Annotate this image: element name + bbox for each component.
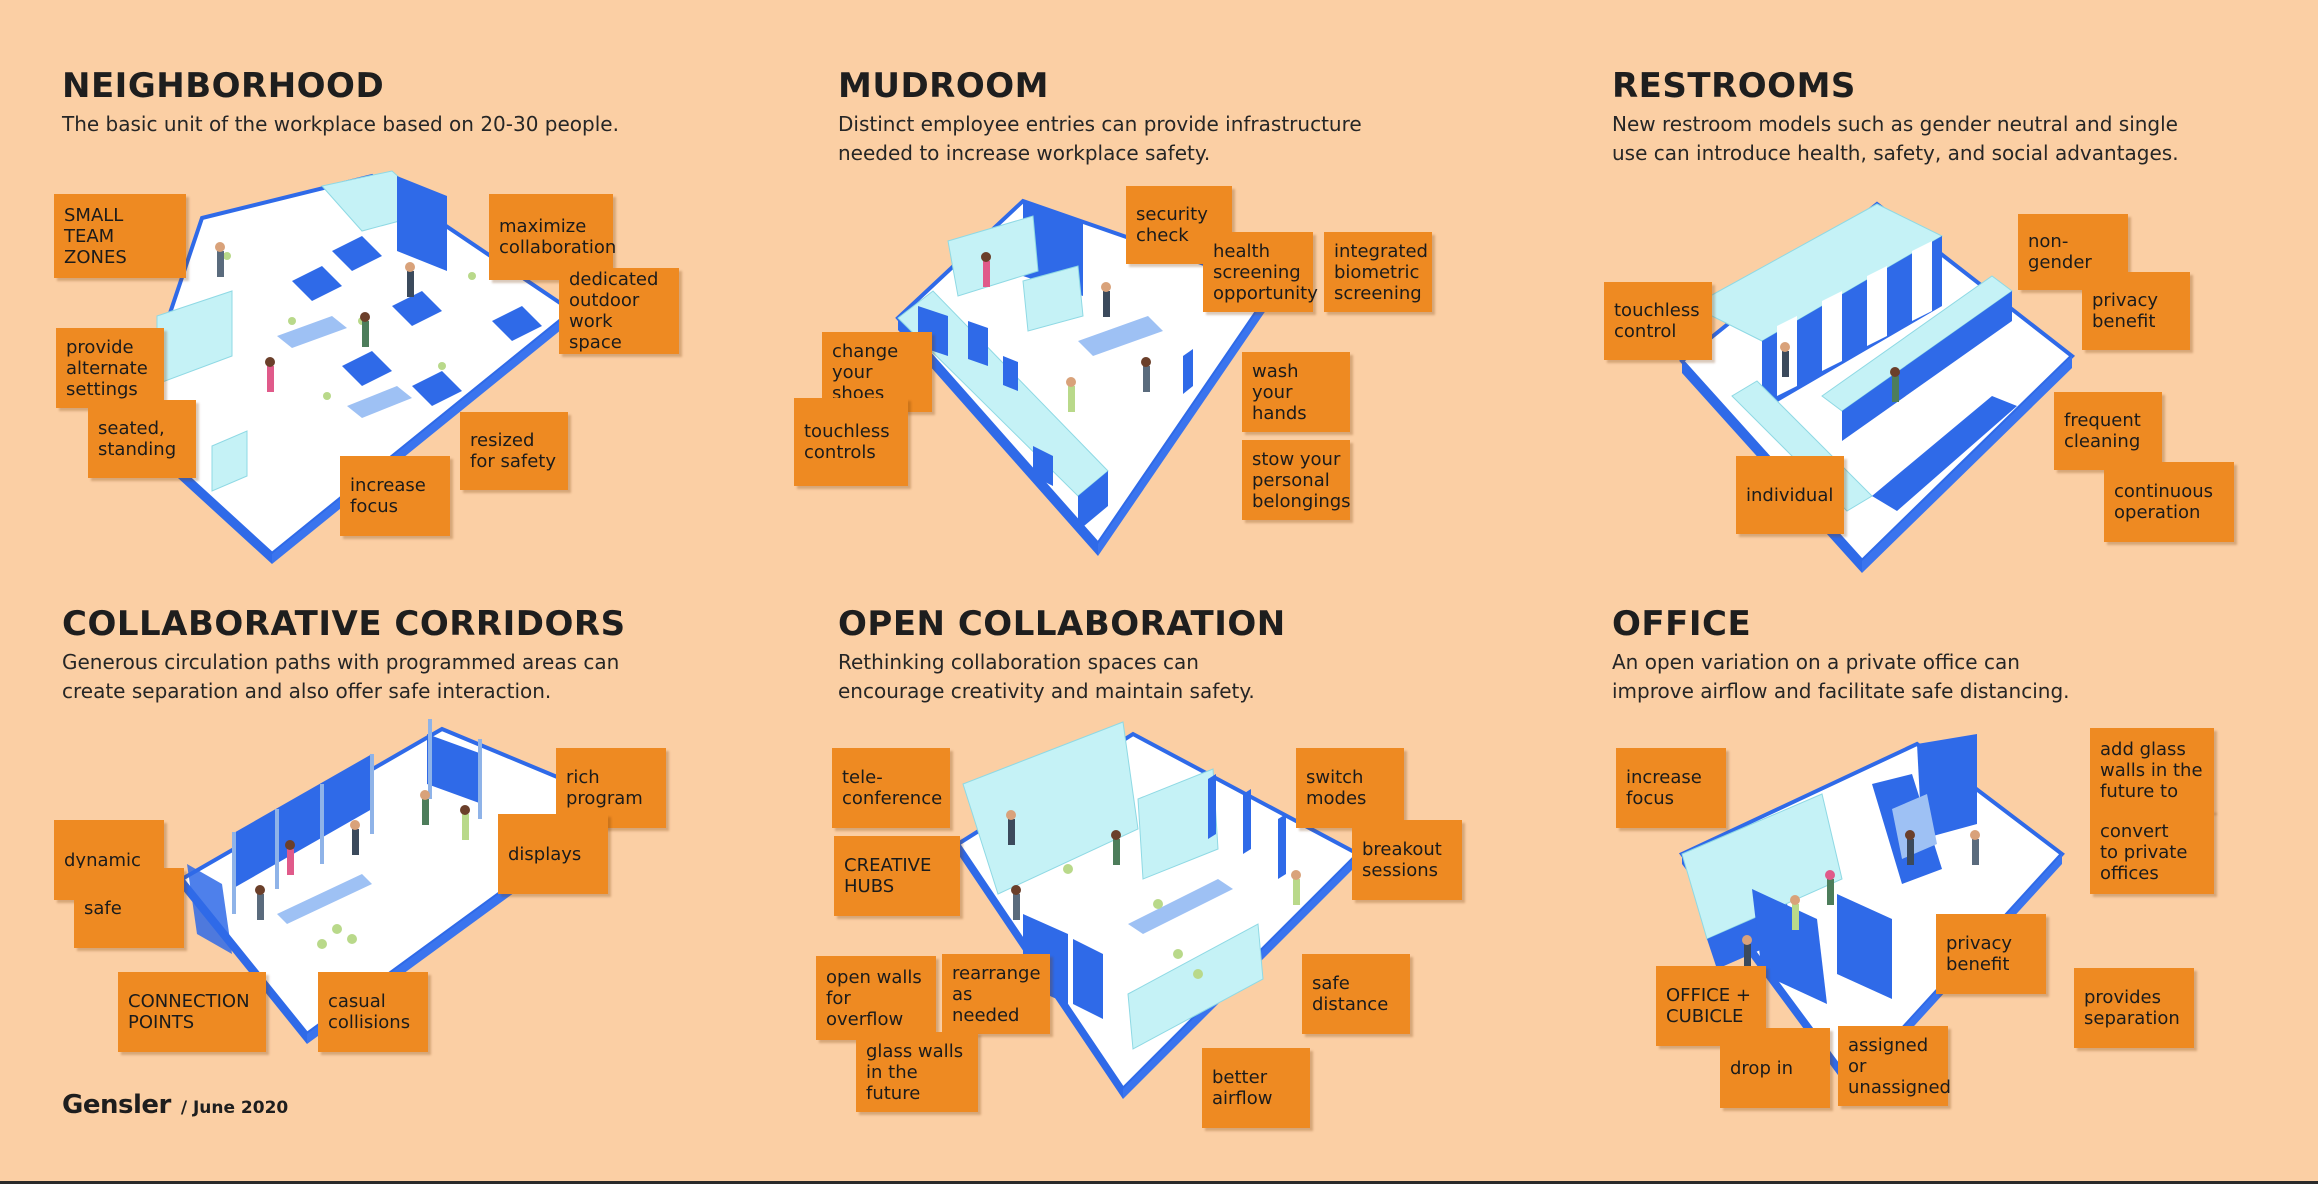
panel-description: Rethinking collaboration spaces can enco… bbox=[838, 650, 1255, 703]
panel-neighborhood: NEIGHBORHOOD The basic unit of the workp… bbox=[54, 66, 802, 586]
note-privacy-benefit: privacy benefit bbox=[2082, 272, 2190, 350]
mudroom-illustration bbox=[895, 198, 1277, 556]
panel-collaborative-corridors: COLLABORATIVE CORRIDORS Generous circula… bbox=[54, 604, 802, 1124]
note-individual: individual bbox=[1736, 456, 1844, 534]
panel-title: RESTROOMS bbox=[1612, 66, 1856, 106]
note-dedicated-outdoor-work-space: dedicated outdoor work space bbox=[559, 268, 679, 354]
note-increase-focus: increase focus bbox=[1616, 748, 1726, 828]
note-provides-separation: provides separation bbox=[2074, 968, 2194, 1048]
note-displays: displays bbox=[498, 814, 608, 894]
note-convert-to-private-offices: convert to private offices bbox=[2090, 810, 2214, 894]
note-rearrange-as-needed: rearrange as needed bbox=[942, 954, 1050, 1034]
note-health-screening-opportunity: health screening opportunity bbox=[1203, 232, 1318, 312]
note-assigned-or-unassigned: assigned or unassigned bbox=[1838, 1026, 1951, 1106]
open-collaboration-illustration bbox=[955, 721, 1362, 1099]
note-add-glass-walls-in-the-future-to: add glass walls in the future to bbox=[2090, 728, 2214, 812]
note-provide-alternate-settings: provide alternate settings bbox=[56, 328, 164, 408]
panel-description: New restroom models such as gender neutr… bbox=[1612, 112, 2179, 165]
panel-title: NEIGHBORHOOD bbox=[62, 66, 385, 106]
note-maximize-collaboration: maximize collaboration bbox=[489, 194, 616, 280]
note-casual-collisions: casual collisions bbox=[318, 972, 428, 1052]
note-drop-in: drop in bbox=[1720, 1028, 1830, 1108]
bottom-border bbox=[0, 1181, 2318, 1184]
panel-title: COLLABORATIVE CORRIDORS bbox=[62, 604, 626, 644]
note-touchless-control: touchless control bbox=[1604, 282, 1712, 360]
note-seated-standing: seated, standing bbox=[88, 400, 196, 478]
note-integrated-biometric-screening: integrated biometric screening bbox=[1324, 232, 1432, 312]
note-glass-walls-in-the-future: glass walls in the future bbox=[856, 1032, 978, 1112]
panel-title: OFFICE bbox=[1612, 604, 1752, 644]
note-safe-distance: safe distance bbox=[1302, 954, 1410, 1034]
panel-open-collaboration: OPEN COLLABORATION Rethinking collaborat… bbox=[816, 604, 1578, 1128]
note-better-airflow: better airflow bbox=[1202, 1048, 1310, 1128]
note-touchless-controls: touchless controls bbox=[794, 398, 908, 486]
note-creative-hubs: CREATIVE HUBS bbox=[834, 836, 960, 916]
note-increase-focus: increase focus bbox=[340, 456, 450, 536]
panel-restrooms: RESTROOMS New restroom models such as ge… bbox=[1604, 66, 2318, 586]
note-rich-program: rich program bbox=[556, 748, 666, 828]
note-switch-modes: switch modes bbox=[1296, 748, 1404, 828]
note-privacy-benefit: privacy benefit bbox=[1936, 914, 2046, 994]
panel-title: MUDROOM bbox=[838, 66, 1049, 106]
publication-date: / June 2020 bbox=[180, 1098, 289, 1118]
panel-office: OFFICE An open variation on a private of… bbox=[1612, 604, 2318, 1124]
panel-description: Generous circulation paths with programm… bbox=[62, 650, 620, 703]
note-wash-your-hands: wash your hands bbox=[1242, 352, 1350, 432]
panel-description: Distinct employee entries can provide in… bbox=[838, 112, 1362, 165]
note-tele-conference: tele- conference bbox=[832, 748, 950, 828]
note-connection-points: CONNECTION POINTS bbox=[118, 972, 266, 1052]
note-resized-for-safety: resized for safety bbox=[460, 412, 568, 490]
panel-description: An open variation on a private office ca… bbox=[1612, 650, 2070, 703]
note-small-team-zones: SMALL TEAM ZONES bbox=[54, 194, 186, 278]
note-frequent-cleaning: frequent cleaning bbox=[2054, 392, 2162, 470]
note-safe: safe bbox=[74, 868, 184, 948]
footer: Gensler / June 2020 bbox=[62, 1090, 288, 1120]
note-security-check: security check bbox=[1126, 186, 1232, 264]
panel-description: The basic unit of the workplace based on… bbox=[62, 112, 619, 136]
note-continuous-operation: continuous operation bbox=[2104, 462, 2234, 542]
gensler-logo: Gensler bbox=[62, 1090, 171, 1120]
panel-mudroom: MUDROOM Distinct employee entries can pr… bbox=[794, 66, 1578, 586]
note-breakout-sessions: breakout sessions bbox=[1352, 820, 1462, 900]
note-open-walls-for-overflow: open walls for overflow bbox=[816, 956, 936, 1040]
panel-title: OPEN COLLABORATION bbox=[838, 604, 1286, 644]
note-stow-your-personal-belongings: stow your personal belongings bbox=[1242, 440, 1351, 520]
